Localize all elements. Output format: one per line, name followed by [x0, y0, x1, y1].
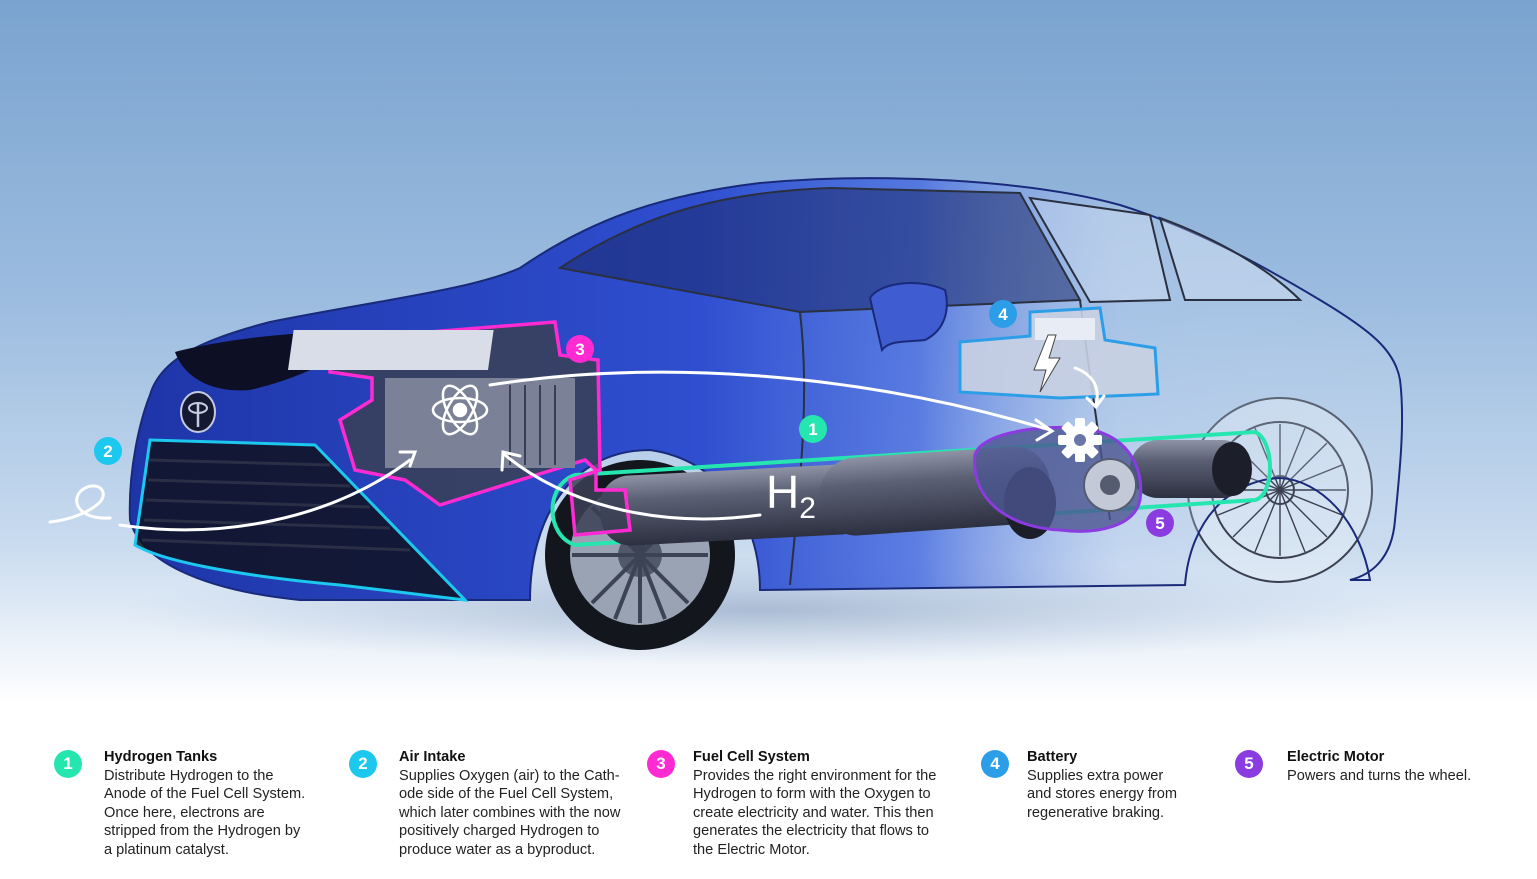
- badge-1: 1: [799, 415, 827, 443]
- legend: 1 Hydrogen Tanks Distribute Hydrogen to …: [0, 748, 1537, 868]
- legend-number-2: 2: [349, 750, 377, 778]
- legend-title: Air Intake: [399, 749, 466, 765]
- gear-icon: [1058, 418, 1102, 462]
- legend-title: Hydrogen Tanks: [104, 749, 218, 765]
- svg-text:1: 1: [808, 420, 817, 439]
- flow-arrows: [118, 366, 1106, 532]
- badge-3: 3: [566, 335, 594, 363]
- toyota-logo-icon: [180, 391, 216, 433]
- svg-text:3: 3: [575, 340, 584, 359]
- air-swirl-icon: [48, 484, 112, 524]
- car-illustration: H2: [48, 177, 1404, 665]
- legend-number-4: 4: [981, 750, 1009, 778]
- electric-motor: [973, 426, 1143, 533]
- svg-text:2: 2: [103, 442, 112, 461]
- grille-slats: [141, 458, 411, 552]
- window-outlines: [557, 186, 1303, 586]
- air-intake-outline: [133, 438, 470, 602]
- svg-text:5: 5: [1155, 514, 1164, 533]
- badge-2: 2: [94, 437, 122, 465]
- legend-number-1: 1: [54, 750, 82, 778]
- legend-title: Battery: [1027, 749, 1078, 765]
- fuel-cell-system: [287, 320, 632, 537]
- legend-title: Fuel Cell System: [693, 749, 810, 765]
- legend-title: Electric Motor: [1287, 749, 1385, 765]
- legend-number-3: 3: [647, 750, 675, 778]
- lightning-bolt-icon: [1033, 334, 1061, 393]
- legend-description: Supplies extra power and stores energy f…: [1027, 767, 1178, 821]
- atom-icon: [431, 384, 489, 436]
- legend-description: Distribute Hydrogen to the Anode of the …: [104, 767, 306, 858]
- side-mirror: [868, 282, 948, 353]
- badge-4: 4: [989, 300, 1017, 328]
- svg-text:4: 4: [998, 305, 1008, 324]
- legend-description: Powers and turns the wheel.: [1287, 767, 1472, 784]
- battery: [958, 306, 1160, 400]
- legend-number-5: 5: [1235, 750, 1263, 778]
- legend-description: Provides the right environment for the H…: [693, 767, 937, 858]
- h2-label: H2: [766, 466, 816, 525]
- legend-description: Supplies Oxygen (air) to the Cath- ode s…: [399, 767, 621, 858]
- badge-5: 5: [1146, 509, 1174, 537]
